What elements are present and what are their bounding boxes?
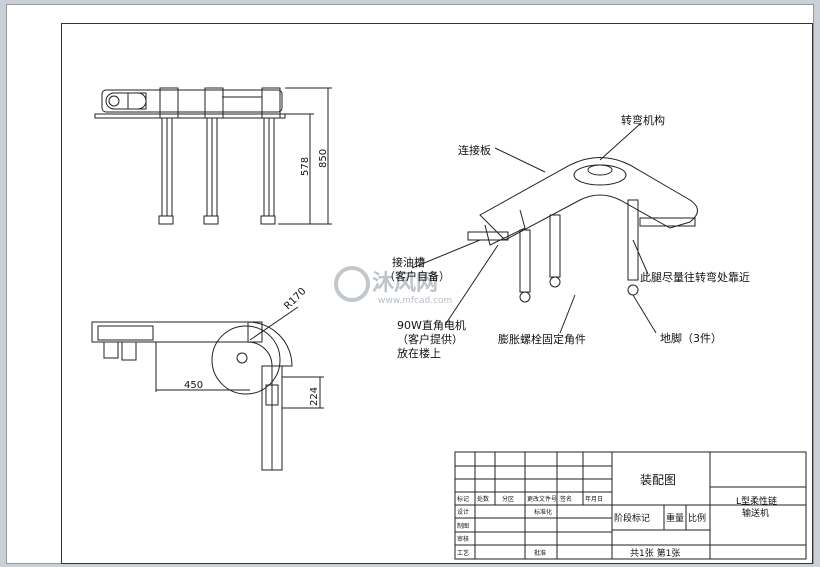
label-turning-mechanism: 转弯机构 bbox=[621, 113, 665, 127]
label-motor-line2: （客户提供） bbox=[397, 332, 463, 346]
tb-drafting: 制图 bbox=[457, 522, 469, 530]
title-drawing-name: 装配图 bbox=[640, 473, 676, 487]
dim-width: 224 bbox=[309, 387, 320, 406]
tb-count: 处数 bbox=[477, 495, 489, 503]
dim-height-inner: 578 bbox=[300, 157, 311, 176]
label-motor-line1: 90W直角电机 bbox=[397, 318, 466, 332]
label-oil-groove-note: （客户自备） bbox=[384, 269, 450, 283]
label-motor-line3: 放在楼上 bbox=[397, 346, 441, 360]
plan-view bbox=[91, 306, 324, 471]
drawing-frame bbox=[61, 23, 813, 564]
tb-weight: 重量 bbox=[666, 512, 684, 524]
title-block-grid bbox=[454, 451, 807, 560]
tb-process: 工艺 bbox=[457, 549, 469, 557]
tb-standardize: 标准化 bbox=[534, 508, 552, 516]
tb-date: 年月日 bbox=[585, 495, 603, 503]
tb-change-doc: 更改文件号 bbox=[527, 495, 557, 503]
label-foot: 地脚（3件） bbox=[660, 331, 722, 345]
label-expansion-bolt: 膨胀螺栓固定角件 bbox=[498, 332, 586, 346]
title-product-line1: L型柔性链 bbox=[736, 495, 777, 507]
watermark: 沐风网 www.mfcad.com bbox=[334, 266, 452, 306]
dim-length: 450 bbox=[184, 380, 203, 391]
tb-signature: 签名 bbox=[560, 495, 572, 503]
side-elevation-view bbox=[94, 87, 332, 225]
drawing-sheet bbox=[6, 4, 814, 564]
dim-height-total: 850 bbox=[318, 149, 329, 168]
title-product-line2: 输送机 bbox=[742, 507, 769, 519]
tb-zone: 分区 bbox=[502, 495, 514, 503]
label-connecting-plate: 连接板 bbox=[458, 143, 491, 157]
tb-mark: 标记 bbox=[457, 495, 469, 503]
tb-design: 设计 bbox=[457, 508, 469, 516]
tb-scale: 比例 bbox=[688, 512, 706, 524]
watermark-url: www.mfcad.com bbox=[378, 296, 452, 306]
tb-approve: 批准 bbox=[534, 549, 546, 557]
watermark-text: 沐风网 bbox=[372, 271, 438, 296]
tb-review: 审核 bbox=[457, 535, 469, 543]
label-leg-note: 此腿尽量往转弯处靠近 bbox=[640, 270, 750, 284]
isometric-view bbox=[411, 123, 698, 334]
tb-sheets: 共1张 第1张 bbox=[630, 547, 680, 559]
tb-stage-mark: 阶段标记 bbox=[614, 512, 650, 524]
label-oil-groove: 接油槽 bbox=[392, 255, 425, 269]
